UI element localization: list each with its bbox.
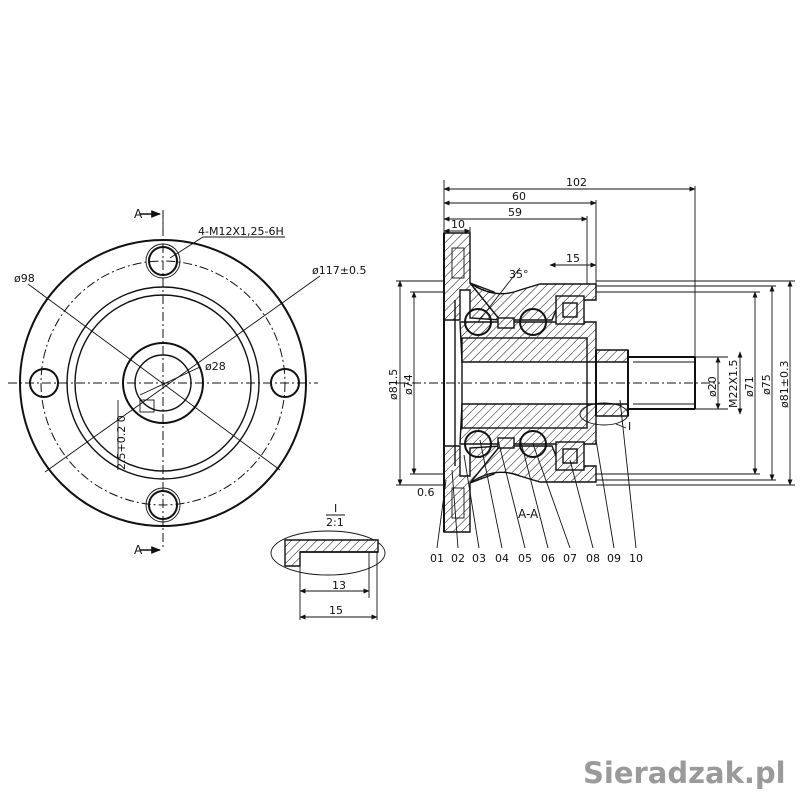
part-number: 02 bbox=[451, 552, 465, 565]
dim-102: 102 bbox=[566, 176, 587, 189]
bearing-ball-upper-right bbox=[519, 308, 547, 336]
dim-60: 60 bbox=[512, 190, 526, 203]
dim-d74: ø74 bbox=[402, 374, 415, 395]
dim-d81: ø81±0.3 bbox=[778, 361, 791, 408]
bearing-ball-upper-left bbox=[464, 308, 492, 336]
dim-0-6: 0.6 bbox=[417, 486, 435, 499]
part-number: 08 bbox=[586, 552, 600, 565]
detail-title: I bbox=[334, 502, 337, 515]
bolt-hole-bottom bbox=[148, 490, 178, 520]
dim-d117: ø117±0.5 bbox=[312, 264, 366, 277]
part-number: 10 bbox=[629, 552, 643, 565]
watermark: Sieradzak.pl bbox=[583, 756, 786, 790]
section-mark-top: A bbox=[134, 207, 143, 221]
angle-35: 35° bbox=[509, 268, 529, 281]
seal-upper bbox=[555, 295, 585, 325]
detail-ref: I bbox=[628, 420, 631, 433]
dim-d28: ø28 bbox=[205, 360, 226, 373]
bearing-ball-lower-right bbox=[519, 430, 547, 458]
dim-15: 15 bbox=[566, 252, 580, 265]
dim-depth: 2.5+0.2 0 bbox=[115, 415, 128, 470]
dim-d98: ø98 bbox=[14, 272, 35, 285]
dim-d71: ø71 bbox=[743, 376, 756, 397]
section-view: 35° I 102 60 59 10 15 ø81.5 ø74 0.6 bbox=[387, 176, 795, 565]
detail-dim-13: 13 bbox=[332, 579, 346, 592]
dim-d81-5: ø81.5 bbox=[387, 369, 400, 400]
bolt-hole-right bbox=[270, 368, 300, 398]
thread-spec-label: 4-M12X1,25-6H bbox=[198, 225, 284, 238]
part-number-labels: 01 02 03 04 05 06 07 08 09 10 bbox=[430, 552, 643, 565]
front-view: A A 4-M12X1,25-6H ø98 ø117±0.5 ø28 2.5+0… bbox=[8, 207, 366, 557]
seal-lower bbox=[555, 441, 585, 471]
detail-scale: 2:1 bbox=[326, 516, 344, 529]
part-number: 04 bbox=[495, 552, 509, 565]
detail-view: I 2:1 13 15 bbox=[270, 502, 386, 620]
part-number: 07 bbox=[563, 552, 577, 565]
bearing-ball-lower-left bbox=[464, 430, 492, 458]
part-number: 09 bbox=[607, 552, 621, 565]
dim-10: 10 bbox=[451, 218, 465, 231]
part-number: 01 bbox=[430, 552, 444, 565]
dim-59: 59 bbox=[508, 206, 522, 219]
dim-d75: ø75 bbox=[760, 374, 773, 395]
bolt-hole-left bbox=[29, 368, 59, 398]
section-mark-bottom: A bbox=[134, 543, 143, 557]
part-number: 06 bbox=[541, 552, 555, 565]
part-number: 05 bbox=[518, 552, 532, 565]
bolt-hole-top bbox=[148, 246, 178, 276]
dim-d20: ø20 bbox=[706, 376, 719, 397]
detail-dim-15: 15 bbox=[329, 604, 343, 617]
section-title: A-A bbox=[518, 507, 539, 521]
part-leaders bbox=[436, 399, 637, 549]
part-number: 03 bbox=[472, 552, 486, 565]
dim-m22: M22X1.5 bbox=[727, 359, 740, 408]
